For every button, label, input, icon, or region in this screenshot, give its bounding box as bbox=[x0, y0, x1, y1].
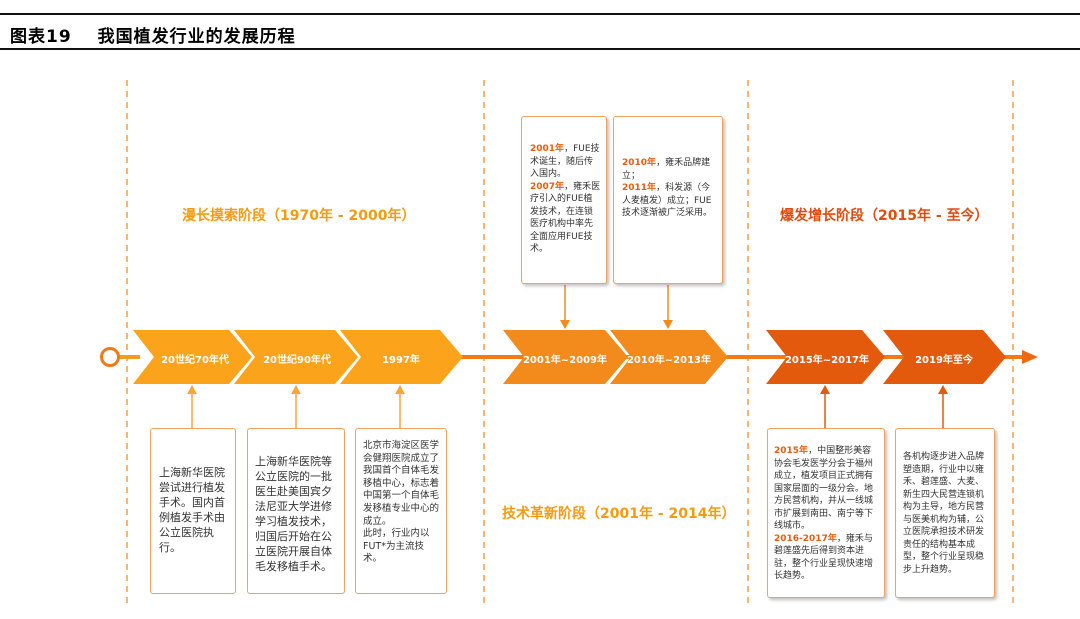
event-text: ，雍禾与碧莲盛先后得到资本进驻，整个行业呈现快速增长趋势。 bbox=[774, 533, 874, 582]
event-text: ，雍禾医疗引入的FUE植发技术，在连锁医疗机构中率先全面应用FUE技术。 bbox=[530, 181, 601, 255]
event-text: 上海新华医院等公立医院的一批医生赴美国宾夕法尼亚大学进修学习植发技术，归国后开始… bbox=[255, 455, 332, 573]
event-text: ，雍禾品牌建立； bbox=[622, 158, 711, 181]
event-text: 各机构逐步进入品牌塑造期，行业中以雍禾、碧莲盛、大麦、新生四大民营连锁机构为主导… bbox=[903, 452, 985, 575]
event-year: 2011年 bbox=[622, 183, 657, 193]
stage-label-growth: 爆发增长阶段（2015年 - 至今） bbox=[780, 208, 989, 224]
stage-label-exploration: 漫长摸索阶段（1970年 - 2000年） bbox=[182, 208, 416, 224]
chevron-label: 2001年~2009年 bbox=[522, 355, 608, 366]
event-year: 2001年 bbox=[530, 144, 565, 154]
event-text: ，FUE技术诞生，随后传入国内。 bbox=[530, 144, 600, 179]
figure-caption: 图表19 我国植发行业的发展历程 bbox=[10, 22, 296, 47]
chevron-label: 20世纪90年代 bbox=[263, 355, 331, 366]
figure-label: 图表19 bbox=[10, 27, 72, 47]
chevron-1 bbox=[133, 330, 252, 384]
event-year: 2010年 bbox=[622, 158, 657, 168]
chevron-2 bbox=[234, 330, 358, 384]
chevron-label: 2019年至今 bbox=[915, 355, 973, 366]
chevron-3 bbox=[340, 330, 463, 384]
event-box-1997: 北京市海淀区医学会健翔医院成立了我国首个自体毛发移植中心，标志着中国第一个自体毛… bbox=[355, 428, 447, 594]
chevron-6 bbox=[766, 330, 885, 384]
event-year: 2016-2017年 bbox=[774, 533, 837, 544]
timeline-start-circle bbox=[100, 347, 120, 367]
chevron-7 bbox=[883, 330, 1006, 384]
chevron-label: 2015年~2017年 bbox=[784, 355, 870, 366]
timeline-arrow-head bbox=[1022, 350, 1038, 364]
event-year: 2007年 bbox=[530, 181, 565, 192]
event-text: ，中国整形美容协会毛发医学分会于福州成立，植发项目正式拥有国家层面的一级分会。地… bbox=[774, 446, 874, 531]
chevron-label: 2010年~2013年 bbox=[626, 355, 712, 366]
caption-rule bbox=[0, 48, 1080, 50]
event-text: 北京市海淀区医学会健翔医院成立了我国首个自体毛发移植中心，标志着中国第一个自体毛… bbox=[363, 440, 440, 527]
event-box-2015: 2015年，中国整形美容协会毛发医学分会于福州成立，植发项目正式拥有国家层面的一… bbox=[767, 428, 885, 598]
chevron-4 bbox=[503, 330, 628, 384]
event-box-90s: 上海新华医院等公立医院的一批医生赴美国宾夕法尼亚大学进修学习植发技术，归国后开始… bbox=[247, 428, 345, 594]
chevron-label: 1997年 bbox=[382, 355, 420, 366]
event-year: 2015年 bbox=[774, 446, 809, 456]
stage-label-innovation: 技术革新阶段（2001年 - 2014年） bbox=[502, 506, 736, 522]
event-text: ，科发源（今人麦植发）成立；FUE技术逐渐被广泛采用。 bbox=[622, 183, 713, 218]
figure-title: 我国植发行业的发展历程 bbox=[97, 27, 296, 47]
top-rule bbox=[0, 13, 1080, 15]
event-text: 上海新华医院尝试进行植发手术。国内首例植发手术由公立医院执行。 bbox=[159, 466, 225, 554]
event-box-2019: 各机构逐步进入品牌塑造期，行业中以雍禾、碧莲盛、大麦、新生四大民营连锁机构为主导… bbox=[895, 428, 995, 598]
event-box-70s: 上海新华医院尝试进行植发手术。国内首例植发手术由公立医院执行。 bbox=[150, 428, 236, 594]
event-box-2010: 2010年，雍禾品牌建立； 2011年，科发源（今人麦植发）成立；FUE技术逐渐… bbox=[613, 116, 723, 284]
event-text: 此时，行业内以FUT*为主流技术。 bbox=[363, 528, 430, 565]
chevron-label: 20世纪70年代 bbox=[161, 355, 229, 366]
event-box-2001: 2001年，FUE技术诞生，随后传入国内。 2007年，雍禾医疗引入的FUE植发… bbox=[521, 116, 607, 284]
chevron-5 bbox=[610, 330, 728, 384]
